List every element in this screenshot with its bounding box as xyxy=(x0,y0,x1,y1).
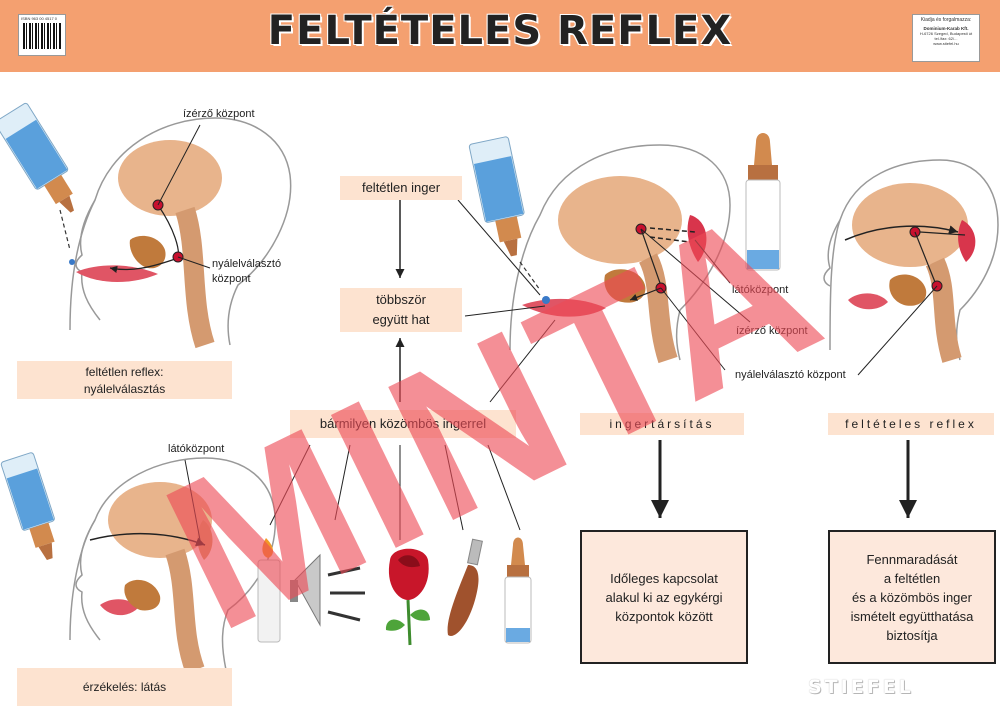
gland-icon xyxy=(129,235,166,269)
gland-icon xyxy=(889,274,927,306)
publisher-name: Dominium-Karab Kft. xyxy=(923,26,969,31)
info-ideiglenes-line-2: alakul ki az egykérgi xyxy=(605,589,723,605)
box-feltetlen-inger: feltétlen inger xyxy=(340,176,462,200)
head-top-middle xyxy=(468,136,751,371)
box-feltetlen-reflex-line-1: feltétlen reflex: xyxy=(85,365,164,379)
bottle-icon xyxy=(468,136,525,257)
feeding-bottle-icon xyxy=(745,133,781,271)
info-fennmaradas-line-5: biztosítja xyxy=(886,627,938,643)
gland-icon xyxy=(124,579,161,611)
page-title: FELTÉTELES REFLEX xyxy=(267,8,733,54)
barcode-icon xyxy=(23,23,61,49)
box-tobbszor: többször együtt hat xyxy=(340,288,462,332)
publisher-web: www.stiefel.hu xyxy=(933,41,959,46)
barcode-number: ISBN 963 00 4517 0 xyxy=(21,16,58,21)
label-nyalelvalaszto-top: nyálelválasztó xyxy=(212,258,282,270)
box-feltetlen-reflex-line-2: nyálelválasztás xyxy=(83,382,166,396)
head-top-left xyxy=(0,102,292,349)
publisher-box: Kiadja és forgalmazza: Dominium-Karab Kf… xyxy=(912,14,980,62)
publisher-phone: tel./fax: 62/... xyxy=(934,36,958,41)
tongue-icon xyxy=(76,265,158,282)
head-bottom-left xyxy=(0,452,276,674)
bottle-icon xyxy=(0,452,55,560)
visual-cortex-icon xyxy=(687,215,707,262)
box-ingertarsitas: ingertársítás xyxy=(580,413,744,435)
info-fennmaradas-line-1: Fennmaradását xyxy=(866,551,958,567)
box-erzekeles: érzékelés: látás xyxy=(17,668,232,706)
brain-icon xyxy=(118,140,222,216)
header-bar xyxy=(0,0,1000,72)
candle-icon xyxy=(257,538,281,643)
label-nyalelvalaszto-top-2: központ xyxy=(212,273,251,285)
bottle-icon xyxy=(0,102,75,213)
publisher-top: Kiadja és forgalmazza: xyxy=(920,17,972,23)
tongue-icon xyxy=(522,298,606,317)
box-feltetlen-reflex: feltétlen reflex: nyálelválasztás xyxy=(17,361,232,399)
label-latokozpont-right: látóközpont xyxy=(732,284,789,296)
info-ideiglenes-line-1: Időleges kapcsolat xyxy=(610,570,718,586)
label-izerzo-kozpont-top: ízérző központ xyxy=(183,108,255,120)
label-nyalelvalaszto-right: nyálelválasztó központ xyxy=(735,369,846,381)
feeding-bottle-icon xyxy=(504,537,532,644)
visual-cortex-icon xyxy=(958,220,976,262)
rose-icon xyxy=(385,548,430,646)
watermark-text: MINTA xyxy=(133,159,854,676)
box-tobbszor-line-2: együtt hat xyxy=(372,312,430,327)
info-box-ideiglenes: Időleges kapcsolat alakul ki az egykérgi… xyxy=(580,530,748,664)
info-fennmaradas-line-3: és a közömbös inger xyxy=(852,589,972,605)
info-ideiglenes-line-3: központok között xyxy=(615,608,713,624)
brush-icon xyxy=(447,538,483,636)
box-tobbszor-line-1: többször xyxy=(376,292,426,307)
barcode: ISBN 963 00 4517 0 xyxy=(18,14,66,56)
info-fennmaradas-line-2: a feltétlen xyxy=(883,570,941,586)
head-top-right xyxy=(823,159,999,376)
tongue-icon xyxy=(848,293,888,310)
info-box-fennmaradas: Fennmaradását a feltétlen és a közömbös … xyxy=(828,530,996,664)
tongue-icon xyxy=(100,599,138,616)
label-izerzo-kozpont-right: ízérző központ xyxy=(736,325,808,337)
speaker-icon xyxy=(290,553,365,627)
info-fennmaradas-line-4: ismételt együtthatása xyxy=(850,608,974,624)
label-latokozpont-left: látóközpont xyxy=(168,443,225,455)
box-felteteles-reflex: feltételes reflex xyxy=(828,413,994,435)
brain-icon xyxy=(852,183,968,267)
publisher-address: H-6726 Szeged, Budapesti út xyxy=(919,31,973,36)
box-barmilyen: bármilyen közömbös ingerrel xyxy=(290,410,516,438)
brain-icon xyxy=(558,176,682,264)
brand-logo: STIEFEL xyxy=(808,676,914,698)
